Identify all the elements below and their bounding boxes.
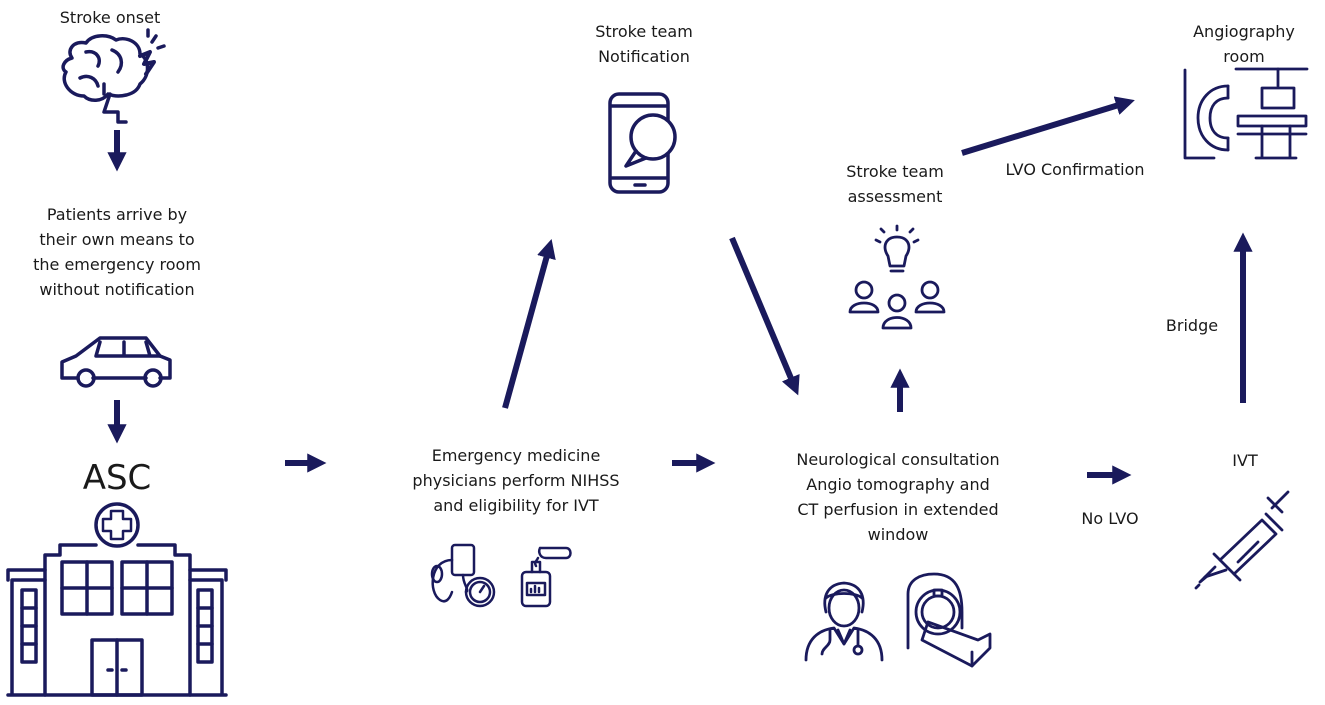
hospital-icon	[6, 502, 228, 697]
arrow-emergency-to-notification	[502, 239, 556, 409]
brain-lightning-icon	[61, 28, 166, 124]
patients-arrive-label: Patients arrive by their own means to th…	[33, 205, 201, 299]
team-idea-icon	[848, 224, 946, 330]
syringe-icon	[1194, 490, 1290, 590]
car-icon	[60, 336, 172, 388]
angiography-machine-icon	[1183, 67, 1309, 160]
stroke-team-notification-label: Stroke team Notification	[595, 22, 693, 66]
smartphone-chat-icon	[608, 92, 677, 194]
angiography-room-label: Angiography room	[1193, 22, 1295, 66]
arrow-assessment-to-angio	[961, 96, 1135, 156]
asc-label: ASC	[82, 458, 152, 498]
no-lvo-label: No LVO	[1081, 509, 1139, 528]
glucometer-icon	[520, 546, 572, 608]
neurological-consultation-label: Neurological consultation Angio tomograp…	[796, 450, 1000, 544]
ct-scanner-icon	[906, 572, 992, 668]
bridge-label: Bridge	[1165, 316, 1219, 335]
doctor-icon	[804, 581, 884, 662]
emergency-physicians-label: Emergency medicine physicians perform NI…	[412, 446, 620, 515]
ivt-label: IVT	[1232, 451, 1258, 470]
stroke-team-assessment-label: Stroke team assessment	[846, 162, 944, 206]
arrow-notification-to-neuro	[729, 236, 800, 396]
stroke-onset-label: Stroke onset	[59, 8, 161, 27]
lvo-confirmation-label: LVO Confirmation	[1005, 160, 1145, 179]
blood-pressure-icon	[430, 543, 496, 608]
